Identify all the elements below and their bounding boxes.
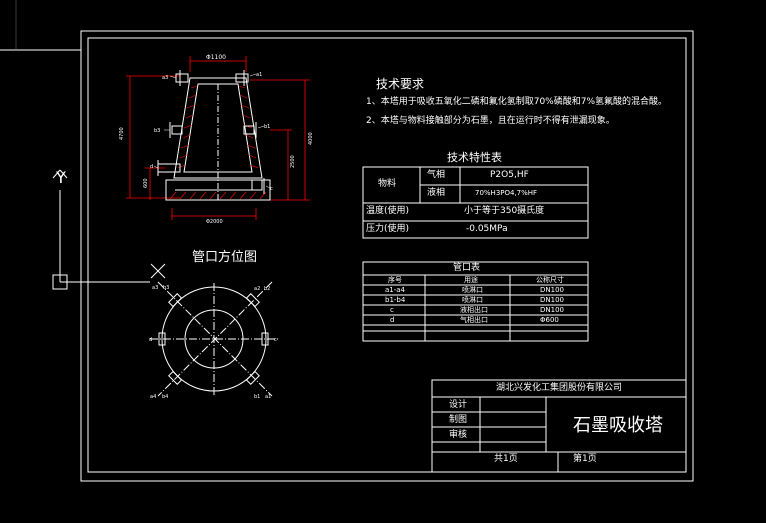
nozzle-row-4-size: Φ600 (540, 316, 559, 324)
requirement-item-1: 1、本塔用于吸收五氧化二磷和氟化氢制取70%磷酸和7%氢氟酸的混合酸。 (366, 97, 668, 107)
orient-label-d: d (149, 337, 152, 343)
nozzle-row-4-no: d (390, 316, 395, 324)
nozzle-row-3-size: DN100 (540, 306, 564, 314)
nozzle-header-size: 公称尺寸 (536, 276, 564, 284)
pressure-value: -0.05MPa (466, 224, 508, 234)
inner-frame (87, 37, 687, 473)
orient-label-c: c (274, 337, 277, 343)
nozzle-row-1-use: 喷淋口 (462, 286, 483, 294)
elev-label-a1: a1 (256, 72, 262, 78)
elev-label-b3: b3 (154, 128, 160, 134)
orient-label-b3: b3 (163, 285, 169, 291)
nozzle-row-1-no: a1-a4 (385, 286, 406, 294)
design-label: 设计 (449, 400, 468, 410)
nozzle-table (362, 261, 589, 342)
title-block (431, 379, 687, 473)
tower-elevation (126, 56, 310, 220)
elev-label-c: c (270, 186, 273, 192)
elev-label-b1: b1 (264, 124, 270, 130)
ucs-icon (52, 169, 150, 290)
nozzle-header-no: 序号 (388, 276, 402, 284)
nozzle-row-2-size: DN100 (540, 296, 564, 304)
gas-value: P2O5,HF (490, 170, 529, 180)
orient-label-a3: a3 (152, 285, 158, 291)
nozzle-table-title: 管口表 (453, 263, 481, 273)
page-number: 第1页 (573, 454, 597, 464)
draw-label: 制图 (449, 415, 468, 425)
elev-dim-h-mid: 2500 (290, 155, 296, 168)
drawing-name: 石墨吸收塔 (573, 415, 663, 436)
orient-label-a4: a4 (150, 394, 156, 400)
requirement-item-2: 2、本塔与物料接触部分为石墨，且在运行时不得有泄漏现象。 (366, 116, 615, 126)
orient-label-b4: b4 (162, 394, 168, 400)
nozzle-row-4-use: 气相出口 (460, 316, 488, 324)
nozzle-header-use: 用途 (464, 276, 478, 284)
nozzle-orientation-view (150, 263, 278, 397)
temp-label: 温度(使用) (366, 206, 410, 216)
properties-title: 技术特性表 (447, 151, 502, 164)
orient-label-a2: a2 (254, 286, 260, 292)
pressure-label: 压力(使用) (366, 224, 410, 234)
review-label: 审核 (449, 430, 468, 440)
requirements-title: 技术要求 (376, 77, 425, 91)
orientation-title: 管口方位图 (192, 250, 258, 265)
orient-label-b1: b1 (254, 394, 260, 400)
liquid-label: 液相 (427, 188, 446, 198)
orient-label-b2: b2 (264, 286, 270, 292)
liquid-value: 70%H3PO4,7%HF (475, 189, 538, 197)
nozzle-row-3-no: c (390, 306, 394, 314)
elev-dim-h-total: 4700 (119, 127, 125, 140)
elev-dim-h-low: 600 (143, 178, 149, 188)
outer-frame (80, 30, 694, 482)
gas-label: 气相 (427, 170, 446, 180)
elev-dim-h-right: 4000 (308, 132, 314, 145)
company-name: 湖北兴发化工集团股份有限公司 (496, 383, 623, 393)
elev-bottom-dim: Φ2000 (206, 219, 223, 225)
ucs-y-label: Y (56, 168, 66, 187)
elev-label-d: d (150, 164, 153, 170)
properties-table (362, 166, 589, 239)
nozzle-row-1-size: DN100 (540, 286, 564, 294)
elev-label-a3: a3 (162, 75, 168, 81)
orient-label-a1: a1 (265, 394, 271, 400)
nozzle-row-3-use: 液相出口 (460, 306, 488, 314)
elev-top-dim: Φ1100 (206, 54, 226, 61)
temp-value: 小于等于350摄氏度 (464, 206, 545, 216)
material-label: 物料 (378, 179, 397, 189)
total-pages: 共1页 (494, 454, 518, 464)
nozzle-row-2-no: b1-b4 (385, 296, 406, 304)
nozzle-row-2-use: 喷淋口 (462, 296, 483, 304)
